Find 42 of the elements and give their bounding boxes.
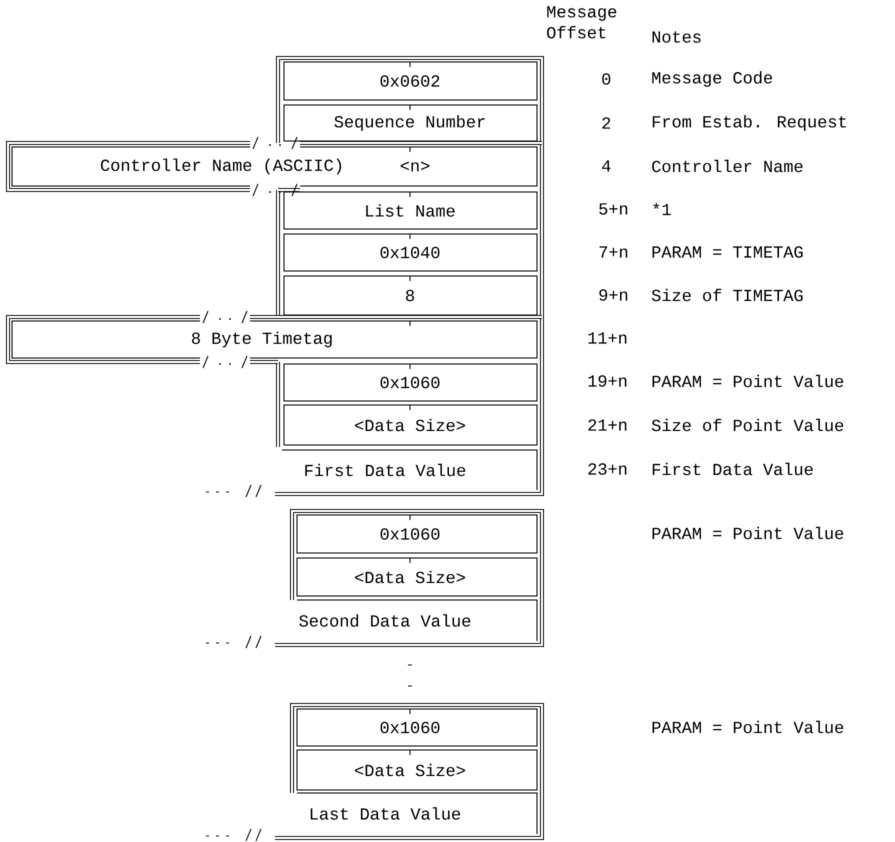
field-box: 0x1060 [296,514,538,554]
field-box: 0x1060 [296,708,538,746]
offset-value: 0 [602,73,610,85]
field-box: 0x0602 [284,62,538,100]
note-text: Message Code [652,71,772,87]
field-box: Controller Name (ASCIIC) <n> [6,136,542,196]
offset-value: 19+n [588,375,626,387]
field-box: Sequence Number [284,104,538,142]
offset-value: 4 [602,160,610,172]
node-label: 8 Byte Timetag [192,332,332,348]
field-box: List Name [284,192,538,230]
offset-value: 7+n [600,246,628,258]
note-text: PARAM = Point Value [652,720,844,734]
note-text: From Estab. Request [652,115,846,131]
column-heading: Notes [652,31,701,43]
offset-value: 21+n [588,419,626,431]
field-box: 8 Byte Timetag [6,310,542,368]
offset-value: 2 [602,117,610,129]
node-label: Controller Name (ASCIIC) [100,158,342,174]
offset-value: 23+n [588,463,626,475]
field-box: Second Data Value [296,600,538,642]
node-label: <n> [400,162,430,172]
column-heading: Message Offset [547,6,616,38]
note-text: First Data Value [652,462,813,476]
field-box: <Data Size> [296,558,538,596]
note-text: Size of TIMETAG [652,288,803,302]
offset-value: 11+n [588,332,626,344]
field-box: 8 [284,276,538,316]
field-box: <Data Size> [284,404,538,446]
note-text: Size of Point Value [652,418,844,432]
note-text: *1 [653,202,671,216]
offset-value: 9+n [599,289,628,301]
field-box: First Data Value [282,450,538,490]
field-box: <Data Size> [296,750,538,790]
note-text: Controller Name [652,160,803,172]
field-box: 0x1060 [284,364,538,402]
note-text: PARAM = Point Value [652,526,844,540]
field-box: 0x1040 [284,234,538,272]
offset-value: 5+n [599,203,628,215]
field-box: Last Data Value [296,792,538,834]
note-text: PARAM = TIMETAG [652,246,803,258]
note-text: PARAM = Point Value [652,374,844,388]
